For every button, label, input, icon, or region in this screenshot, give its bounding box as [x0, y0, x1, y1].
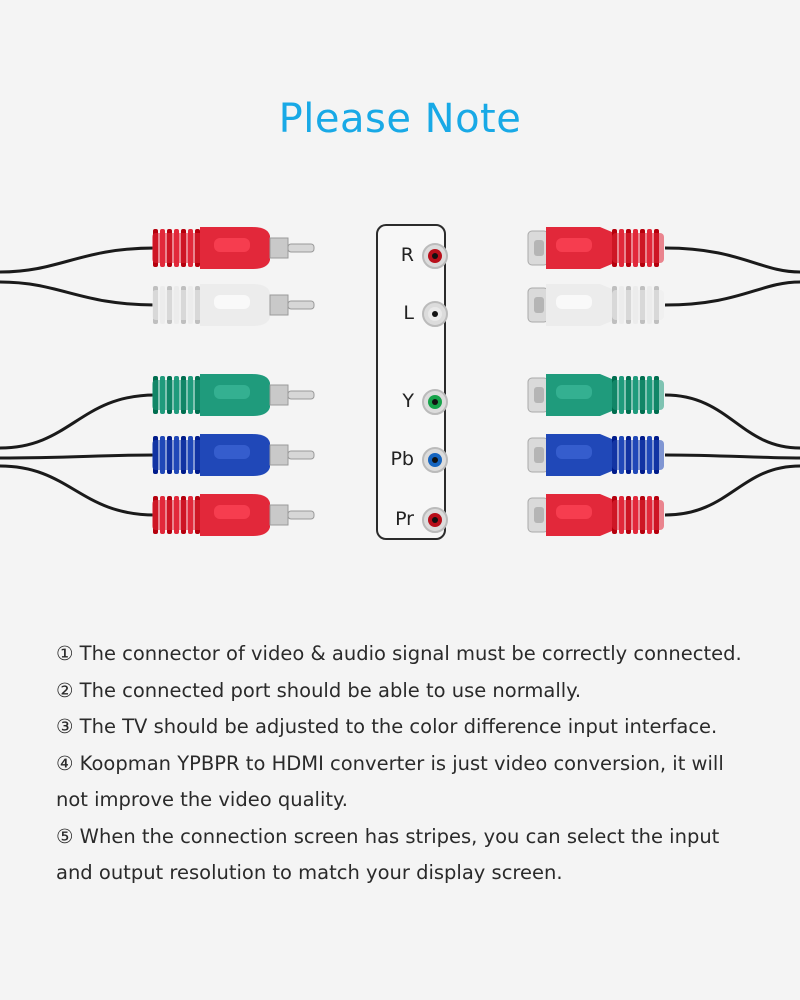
red-jack-icon	[422, 507, 448, 533]
red-jack-icon	[422, 243, 448, 269]
cable	[0, 393, 156, 450]
female-rca-plug-icon	[527, 374, 664, 416]
jack-r: R	[378, 236, 448, 276]
female-rca-plugs	[527, 227, 664, 536]
cable	[664, 280, 800, 307]
cable	[0, 246, 156, 274]
cable	[664, 453, 800, 460]
jack-y: Y	[378, 382, 448, 422]
male-rca-plugs	[152, 227, 315, 536]
jack-label-r: R	[400, 244, 414, 266]
female-rca-plug-icon	[527, 284, 664, 326]
cable	[664, 246, 800, 274]
male-rca-plug-icon	[152, 434, 315, 476]
cable	[0, 280, 156, 307]
female-rca-plug-icon	[527, 434, 664, 476]
notes-list: ① The connector of video & audio signal …	[56, 636, 756, 892]
white-jack-icon	[422, 301, 448, 327]
male-rca-plug-icon	[152, 374, 315, 416]
note-item-1: ① The connector of video & audio signal …	[56, 642, 742, 665]
jack-label-l: L	[403, 302, 414, 324]
jack-pb: Pb	[378, 440, 448, 480]
note-item-4: ④ Koopman YPBPR to HDMI converter is jus…	[56, 751, 724, 812]
cables	[0, 246, 800, 517]
cable	[0, 453, 156, 460]
jack-label-pr: Pr	[395, 508, 414, 530]
note-item-3: ③ The TV should be adjusted to the color…	[56, 715, 718, 738]
cable	[0, 464, 156, 517]
male-rca-plug-icon	[152, 284, 315, 326]
female-rca-plug-icon	[527, 494, 664, 536]
note-item-2: ② The connected port should be able to u…	[56, 678, 582, 702]
jack-panel: R L Y Pb Pr	[376, 224, 448, 540]
male-rca-plug-icon	[152, 494, 315, 536]
jack-l: L	[378, 294, 448, 334]
male-rca-plug-icon	[152, 227, 315, 269]
cable	[664, 393, 800, 450]
cable	[664, 464, 800, 517]
page-title: Please Note	[278, 96, 522, 142]
blue-jack-icon	[422, 447, 448, 473]
note-item-5: ⑤ When the connection screen has stripes…	[56, 824, 720, 885]
jack-label-y: Y	[402, 390, 414, 412]
jack-pr: Pr	[378, 500, 448, 540]
jack-label-pb: Pb	[390, 448, 414, 470]
cable-diagram	[0, 227, 800, 536]
green-jack-icon	[422, 389, 448, 415]
female-rca-plug-icon	[527, 227, 664, 269]
